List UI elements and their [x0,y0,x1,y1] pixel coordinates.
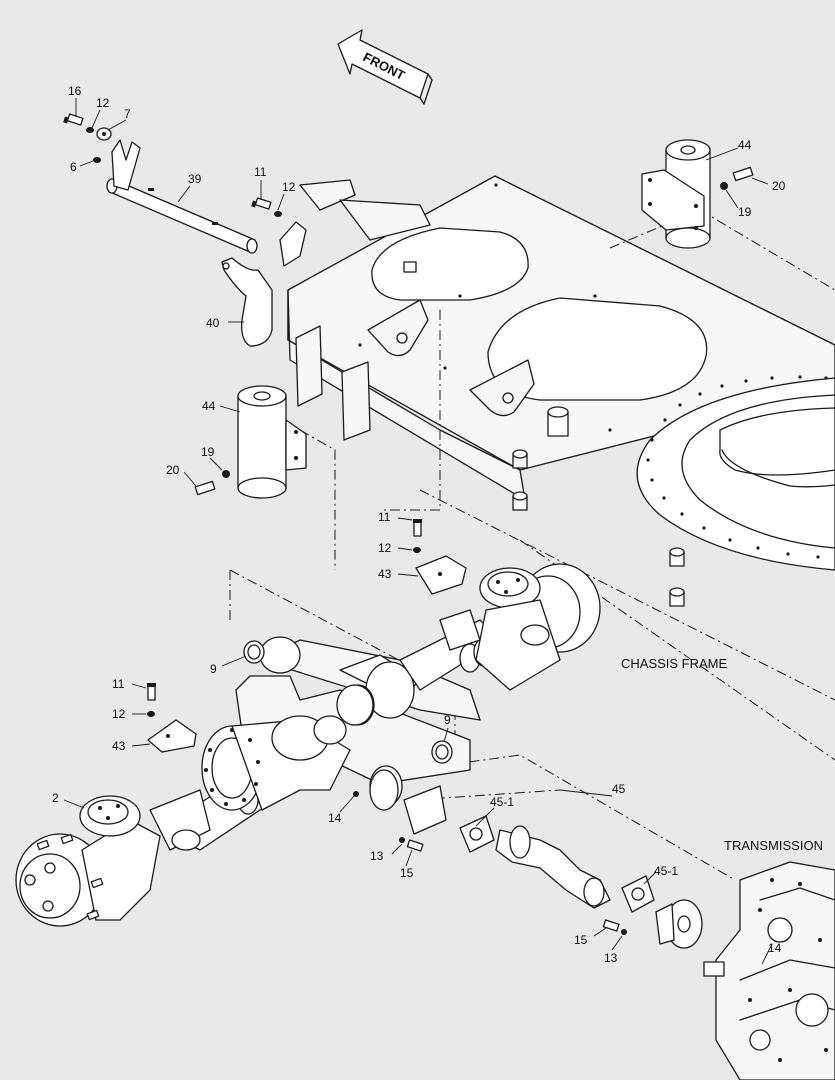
callout-19: 19 [738,205,752,219]
callout-11: 11 [112,677,125,691]
callout-12: 12 [112,707,126,721]
chassis-frame [287,175,835,607]
callout-14: 14 [328,811,342,825]
callout-44: 44 [738,138,752,152]
callout-6: 6 [70,160,77,174]
callout-11: 11 [254,165,267,179]
callout-15: 15 [574,933,588,947]
callout-20: 20 [166,463,180,477]
callout-16: 16 [68,84,82,98]
callout-11: 11 [378,510,391,524]
transmission [703,861,835,1080]
callout-2: 2 [52,791,59,805]
callout-40: 40 [206,316,220,330]
callout-7: 7 [124,107,131,121]
pivot-shaft-assembly [106,139,307,347]
callout-12: 12 [378,541,392,555]
leader-lines [63,98,773,965]
callout-13: 13 [370,849,384,863]
callout-9: 9 [444,713,451,727]
callout-19: 19 [201,445,215,459]
drive-shaft-assembly [369,769,703,949]
callout-45-1: 45-1 [490,795,514,809]
callout-13: 13 [604,951,618,965]
axle-hardware [147,519,763,971]
callouts: 16 12 7 6 39 11 12 40 44 20 19 44 19 20 … [52,84,786,965]
cylinder-upper-right [641,139,754,249]
front-arrow: FRONT [337,29,433,105]
callout-43: 43 [378,567,392,581]
callout-20: 20 [772,179,786,193]
callout-45: 45 [612,782,626,796]
transmission-label: TRANSMISSION [724,838,823,853]
callout-43: 43 [112,739,126,753]
callout-14: 14 [768,941,782,955]
chassis-frame-label: CHASSIS FRAME [621,656,728,671]
callout-9: 9 [210,662,217,676]
callout-45-1: 45-1 [654,864,678,878]
callout-44: 44 [202,399,216,413]
cylinder-left [194,385,307,499]
hardware-top-left [63,113,282,217]
callout-15: 15 [400,866,414,880]
callout-39: 39 [188,172,202,186]
callout-12: 12 [96,96,110,110]
callout-12: 12 [282,180,296,194]
